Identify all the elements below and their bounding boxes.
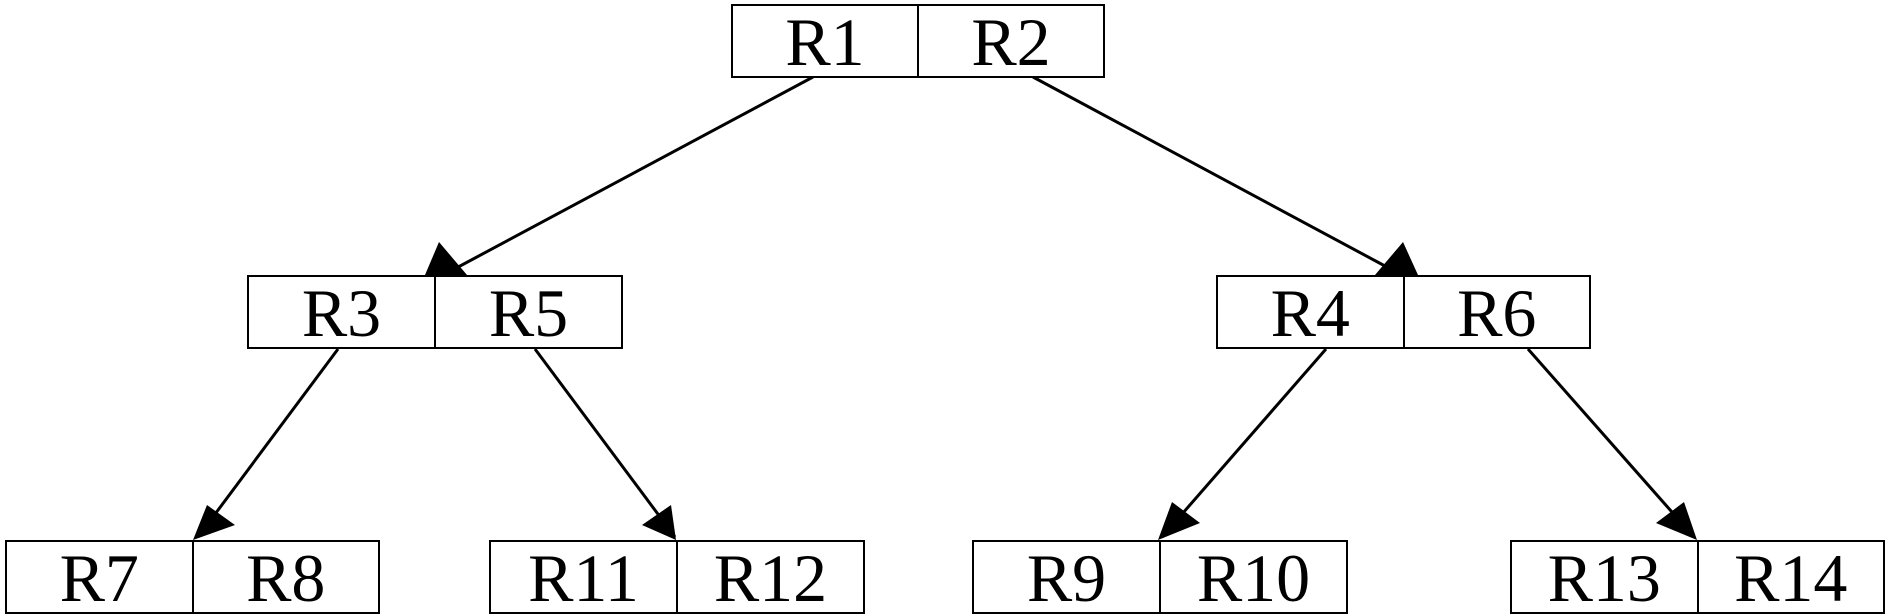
edge-root-to-r3r5 bbox=[446, 75, 814, 275]
arrowhead-r11r12 bbox=[642, 505, 676, 540]
edge-r3r5-to-r11r12 bbox=[533, 348, 677, 538]
arrowhead-r9r10 bbox=[1158, 502, 1200, 540]
key-r13: R13 bbox=[1547, 540, 1661, 616]
key-r1: R1 bbox=[785, 4, 865, 80]
arrowhead-r4r6 bbox=[1375, 242, 1418, 275]
key-r11: R11 bbox=[528, 540, 639, 616]
node-r3-r5: R3 R5 bbox=[247, 275, 623, 349]
node-r9-r10: R9 R10 bbox=[972, 540, 1348, 614]
key-r7: R7 bbox=[59, 540, 139, 616]
key-r10: R10 bbox=[1159, 542, 1346, 612]
edge-r4r6-to-r13r14 bbox=[1526, 348, 1696, 538]
key-r3: R3 bbox=[301, 275, 382, 351]
node-r11-r12: R11 R12 bbox=[489, 540, 865, 614]
arrowhead-r3r5 bbox=[425, 242, 467, 275]
edge-root-to-r4r6 bbox=[1032, 75, 1399, 275]
arrowhead-r13r14 bbox=[1656, 502, 1697, 540]
arrowhead-r7r8 bbox=[193, 505, 235, 540]
key-r2: R2 bbox=[917, 6, 1103, 76]
node-r7-r8: R7 R8 bbox=[5, 540, 380, 614]
key-r9: R9 bbox=[1026, 540, 1107, 616]
key-r8: R8 bbox=[191, 542, 379, 612]
key-r6: R6 bbox=[1402, 277, 1590, 347]
node-r13-r14: R13 R14 bbox=[1510, 540, 1885, 614]
key-r5: R5 bbox=[434, 277, 621, 347]
edge-r4r6-to-r9r10 bbox=[1160, 348, 1328, 538]
edge-r3r5-to-r7r8 bbox=[196, 348, 340, 538]
key-r14: R14 bbox=[1696, 542, 1884, 612]
node-root: R1 R2 bbox=[731, 4, 1105, 78]
node-r4-r6: R4 R6 bbox=[1216, 275, 1591, 349]
key-r4: R4 bbox=[1270, 275, 1350, 351]
key-r12: R12 bbox=[676, 542, 863, 612]
